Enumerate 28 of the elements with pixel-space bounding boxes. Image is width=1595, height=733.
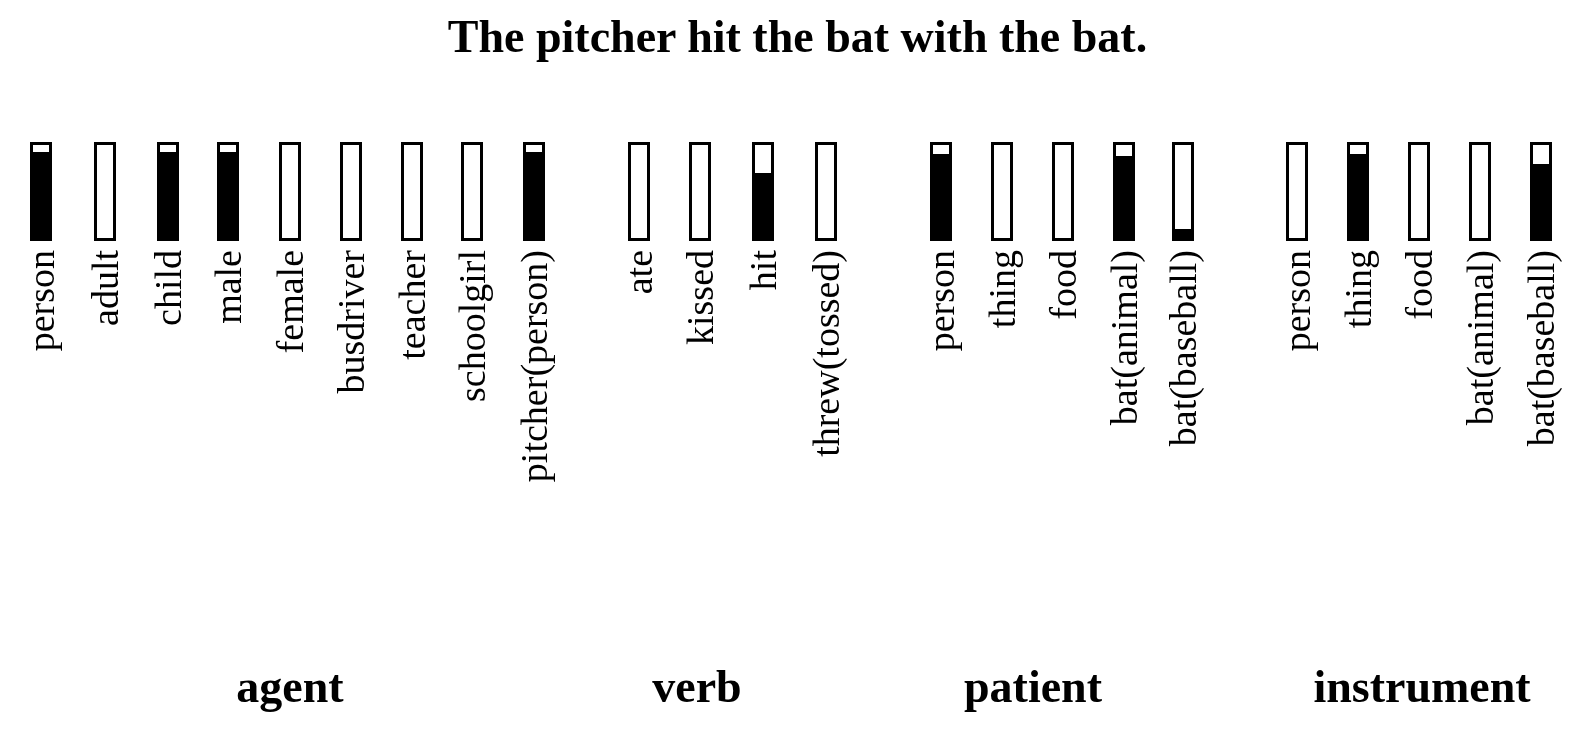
unit-label: ate [619,250,659,295]
unit-label: threw(tossed) [806,250,846,457]
unit-label: bat(animal) [1104,250,1144,426]
title: The pitcher hit the bat with the bat. [446,10,1149,63]
group-label: patient [964,660,1102,713]
unit-label: female [270,250,310,354]
unit-label: busdriver [331,250,371,394]
unit-label: bat(animal) [1460,250,1500,426]
unit-label: thing [982,250,1022,329]
group-label: verb [652,660,742,713]
unit-label: food [1399,250,1439,320]
unit-label: food [1043,250,1083,320]
unit-label: person [1277,250,1317,352]
unit-label: teacher [392,250,432,360]
unit-label: hit [743,250,783,291]
unit-label: schoolgirl [452,250,492,402]
unit-label: child [148,250,188,326]
unit-label: pitcher(person) [514,250,554,483]
unit-label: adult [85,250,125,326]
group-label: agent [236,660,344,713]
unit-label: person [921,250,961,352]
group-label: instrument [1313,660,1531,713]
unit-label: kissed [680,250,720,345]
unit-label: bat(baseball) [1163,250,1203,447]
unit-label: thing [1338,250,1378,329]
unit-label: bat(baseball) [1521,250,1561,447]
unit-label: male [208,250,248,324]
unit-label: person [21,250,61,352]
